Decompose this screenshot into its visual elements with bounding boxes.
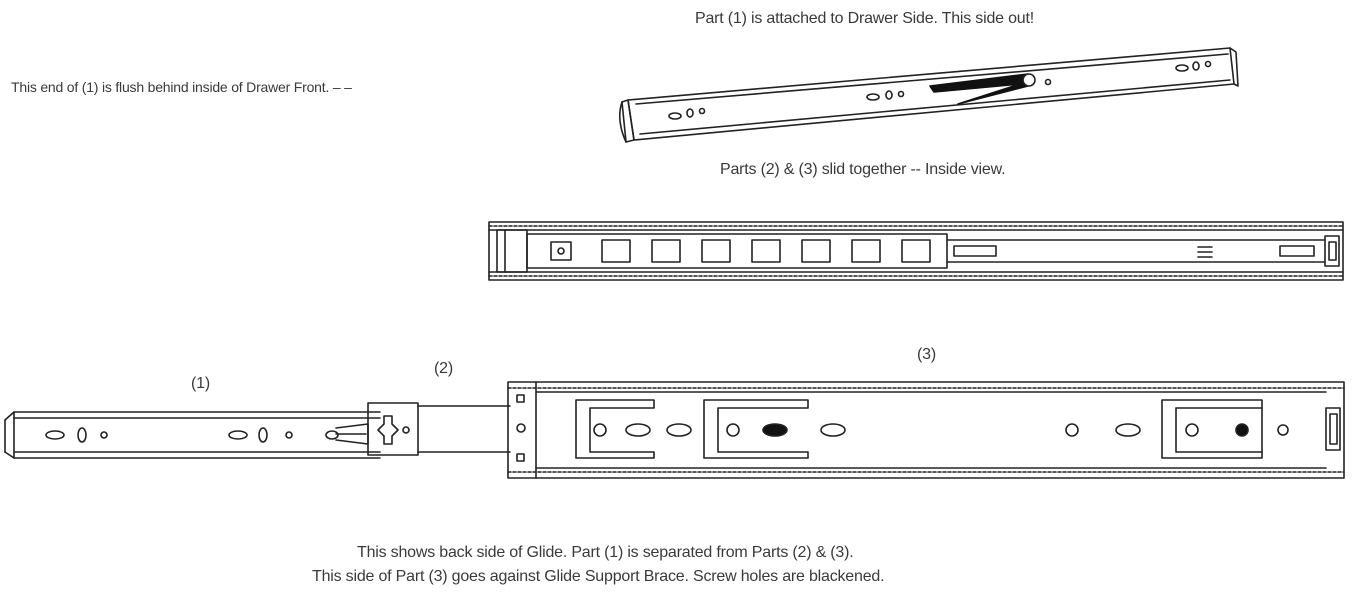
label-part-3: (3) xyxy=(917,346,936,363)
part1-perspective-rail xyxy=(620,48,1238,142)
part3-mount-2 xyxy=(704,400,845,458)
part1-flat-holes xyxy=(46,428,338,442)
label-part-1: (1) xyxy=(191,375,210,392)
caption-inside-view: Parts (2) & (3) slid together -- Inside … xyxy=(720,161,1006,178)
caption-back-side-line1: This shows back side of Glide. Part (1) … xyxy=(357,544,854,561)
part3-outer-rail xyxy=(508,382,1344,478)
part1-perspective-holes xyxy=(669,62,1211,120)
ball-cage-slots xyxy=(602,240,930,262)
part3-mount-1 xyxy=(576,400,691,458)
caption-back-side-line2: This side of Part (3) goes against Glide… xyxy=(312,568,885,585)
inside-view-rail xyxy=(489,222,1343,280)
caption-drawer-side: Part (1) is attached to Drawer Side. Thi… xyxy=(695,10,1034,27)
part1-flat-rail xyxy=(5,412,380,458)
part2-bracket xyxy=(368,403,510,455)
label-part-2: (2) xyxy=(434,360,453,377)
caption-flush-end: This end of (1) is flush behind inside o… xyxy=(11,79,352,95)
part3-mount-3 xyxy=(1162,400,1262,458)
